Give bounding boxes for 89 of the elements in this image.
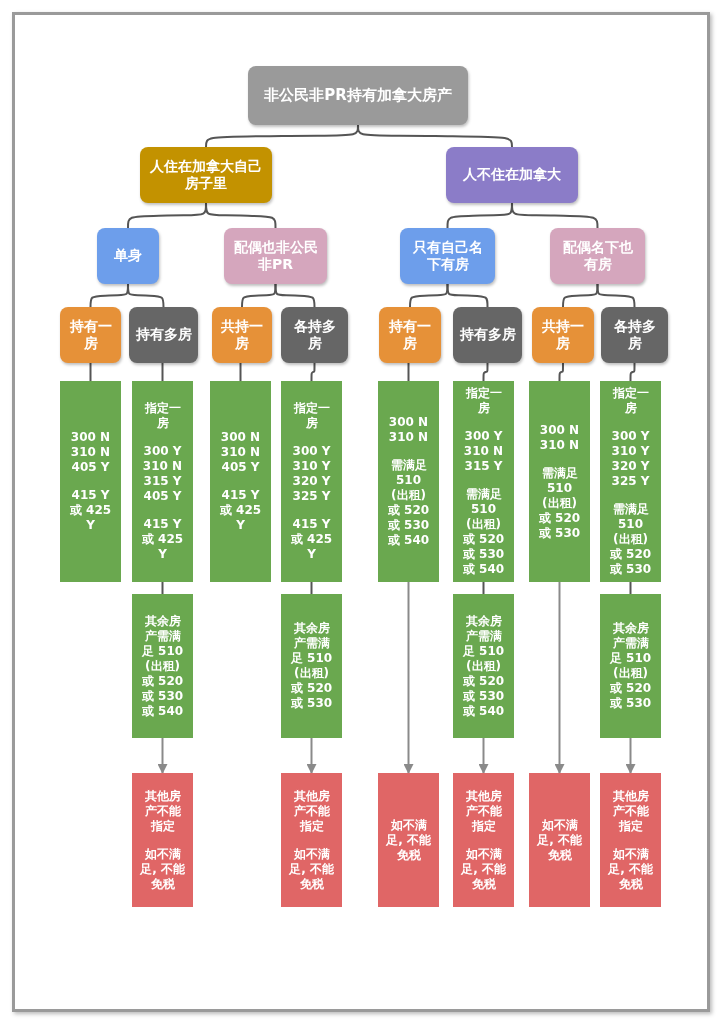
arrow (478, 737, 489, 774)
node-text: 需满足 510 (出租) 或 520 或 530 (537, 465, 582, 541)
connector-line (161, 581, 164, 595)
node-text: 持有一房 (68, 317, 113, 353)
node-text: 其余房产需满足 510 (出租) 或 520 或 530 (608, 621, 653, 711)
connector-line (629, 581, 632, 595)
node-text: 非公民非PR持有加拿大房产 (264, 86, 452, 105)
category-box (212, 307, 272, 363)
category-box (60, 307, 121, 363)
node-text: 其余房产需满足 510 (出租) 或 520 或 530 (289, 621, 334, 711)
connector-line (310, 362, 316, 382)
node-text: 300 N 310 N (387, 415, 430, 445)
node-text: 如不满足, 不能免税 (608, 846, 653, 892)
node-text: 其他房产不能指定 (611, 788, 650, 834)
arrow (157, 737, 168, 774)
connector-line (558, 362, 564, 382)
connector-line (482, 362, 489, 382)
connector-line (482, 581, 485, 595)
arrow (625, 737, 636, 774)
arrow (554, 581, 565, 774)
category-box (400, 228, 495, 284)
node-text: 指定一房 (292, 401, 331, 431)
node-text: 指定一房 (464, 386, 503, 416)
category-box (140, 147, 272, 203)
node-text: 415 Y 或 425 Y (68, 488, 113, 533)
node-text: 如不满足, 不能免税 (140, 846, 185, 892)
category-box (453, 307, 522, 363)
node-text: 需满足 510 (出租) 或 520 或 530 或 540 (461, 487, 506, 577)
node-text: 单身 (114, 247, 142, 265)
warning-box (132, 773, 193, 907)
node-text: 300 Y 310 Y 320 Y 325 Y (291, 444, 332, 504)
category-box (224, 228, 327, 284)
node-text: 各持多房 (612, 317, 657, 353)
node-text: 如不满足, 不能免税 (537, 817, 582, 863)
arrow (403, 581, 414, 774)
category-box (281, 307, 348, 363)
node-text: 持有多房 (459, 326, 516, 344)
node-text: 共持一房 (541, 317, 585, 353)
node-text: 共持一房 (220, 317, 264, 353)
warning-box (378, 773, 439, 907)
warning-box (281, 773, 342, 907)
node-text: 其他房产不能指定 (292, 788, 331, 834)
connector-line (239, 362, 242, 382)
node-text: 415 Y 或 425 Y (140, 517, 185, 562)
category-box (379, 307, 441, 363)
node-text: 300 N 310 N (538, 422, 581, 453)
node-text: 其余房产需满足 510 (出租) 或 520 或 530 或 540 (140, 613, 185, 719)
category-box (446, 147, 578, 203)
node-text: 如不满足, 不能免税 (386, 817, 431, 863)
node-text: 300 N 310 N 405 Y (69, 430, 112, 475)
arrow (306, 737, 317, 774)
category-box (97, 228, 159, 284)
category-box (601, 307, 668, 363)
connector-line (161, 362, 164, 382)
node-text: 需满足 510 (出租) 或 520 或 530 (608, 502, 653, 577)
node-text: 300 Y 310 Y 320 Y 325 Y (610, 429, 651, 489)
node-text: 持有多房 (135, 326, 192, 344)
node-text: 如不满足, 不能免税 (461, 846, 506, 892)
node-text: 其他房产不能指定 (143, 788, 182, 834)
node-text: 其余房产需满足 510 (出租) 或 520 或 530 或 540 (461, 613, 506, 719)
connector-line (310, 581, 313, 595)
category-box (550, 228, 645, 284)
node-text: 其他房产不能指定 (464, 788, 503, 834)
node-text: 持有一房 (388, 317, 432, 353)
connector-line (511, 202, 599, 229)
node-text: 人住在加拿大自己房子里 (149, 157, 263, 193)
node-text: 各持多房 (292, 317, 337, 353)
node-text: 300 Y 310 N 315 Y 405 Y (141, 444, 184, 504)
node-text: 指定一房 (611, 386, 650, 416)
category-box (532, 307, 594, 363)
node-text: 415 Y 或 425 Y (218, 488, 263, 533)
connector-line (407, 362, 410, 382)
node-text: 如不满足, 不能免税 (289, 846, 334, 892)
root-box (248, 66, 468, 125)
node-text: 只有自己名下有房 (411, 238, 484, 274)
node-text: 配偶名下也有房 (561, 238, 634, 274)
node-text: 需满足 510 (出租) 或 520 或 530 或 540 (386, 458, 431, 548)
connector-line (629, 362, 636, 382)
node-text: 人不住在加拿大 (463, 166, 561, 184)
node-text: 415 Y 或 425 Y (289, 517, 334, 562)
warning-box (453, 773, 514, 907)
warning-box (600, 773, 661, 907)
category-box (129, 307, 198, 363)
node-text: 300 N 310 N 405 Y (219, 430, 262, 475)
connector-line (89, 362, 92, 382)
node-text: 300 Y 310 N 315 Y (462, 429, 505, 474)
node-text: 配偶也非公民非PR (232, 238, 319, 274)
warning-box (529, 773, 590, 907)
node-text: 指定一房 (143, 401, 182, 431)
